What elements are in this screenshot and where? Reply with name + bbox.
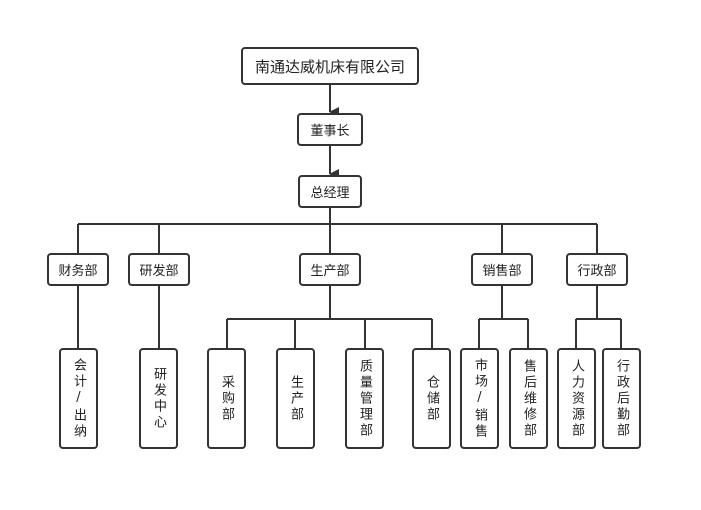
node-gm-label: 总经理 [310, 186, 350, 201]
node-prod-purchase-label: 采购部 [219, 374, 234, 423]
node-production: 生产部 [299, 253, 361, 286]
node-admin-hr: 人力资源部 [557, 348, 596, 449]
node-rnd-center: 研发中心 [139, 348, 178, 449]
node-prod-warehouse: 仓储部 [412, 348, 451, 449]
node-prod-production-label: 生产部 [288, 374, 303, 423]
node-prod-production: 生产部 [276, 348, 315, 449]
node-admin-logistics: 行政后勤部 [602, 348, 641, 449]
node-finance-accounting: 会计/出纳 [59, 348, 98, 449]
node-chairman: 董事长 [297, 113, 363, 146]
node-prod-quality-label: 质量管理部 [357, 358, 372, 439]
node-prod-purchase: 采购部 [207, 348, 246, 449]
node-sales: 销售部 [471, 253, 533, 286]
node-sales-label: 销售部 [482, 264, 522, 279]
node-admin-hr-label: 人力资源部 [569, 358, 584, 439]
node-sales-market: 市场/销售 [460, 348, 499, 449]
node-finance-accounting-label: 会计/出纳 [71, 357, 86, 440]
node-admin-logistics-label: 行政后勤部 [614, 358, 629, 439]
node-finance-label: 财务部 [58, 264, 98, 279]
node-sales-market-label: 市场/销售 [472, 357, 487, 440]
node-rnd: 研发部 [128, 253, 190, 286]
node-finance: 财务部 [47, 253, 109, 286]
node-sales-aftersales-label: 售后维修部 [521, 358, 536, 439]
node-company-label: 南通达威机床有限公司 [254, 57, 405, 76]
node-sales-aftersales: 售后维修部 [509, 348, 548, 449]
node-rnd-label: 研发部 [139, 264, 179, 279]
node-chairman-label: 董事长 [310, 124, 350, 139]
node-production-label: 生产部 [310, 264, 350, 279]
node-admin-label: 行政部 [577, 264, 617, 279]
node-prod-warehouse-label: 仓储部 [424, 374, 439, 423]
node-admin: 行政部 [566, 253, 628, 286]
node-rnd-center-label: 研发中心 [151, 366, 166, 431]
node-company: 南通达威机床有限公司 [241, 47, 419, 85]
node-prod-quality: 质量管理部 [345, 348, 384, 449]
node-gm: 总经理 [298, 175, 362, 208]
